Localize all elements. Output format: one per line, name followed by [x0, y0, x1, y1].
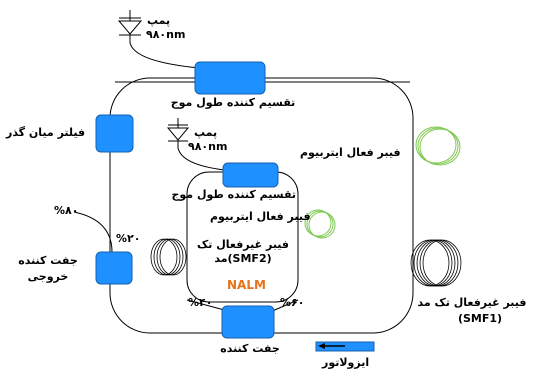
outer-cavity-fiber: [109, 77, 414, 334]
pump-top-icon: [117, 10, 201, 69]
nalm-coupler: [221, 305, 275, 339]
isolator-arrowhead: [318, 343, 325, 349]
isolator-label: ایزولاتور: [322, 356, 370, 369]
pump-top-wavelength: ۹۸۰nm: [146, 28, 186, 41]
pump-inner-icon: [166, 118, 226, 171]
output-coupler-label-line1: جفت کننده: [18, 254, 78, 267]
pump-inner-wavelength: ۹۸۰nm: [188, 140, 228, 153]
output-coupler: [95, 251, 133, 285]
edf-outer-coil: [415, 126, 461, 166]
smf2-label-line1: فیبر غیرفعال تک: [196, 238, 289, 251]
pump-top-label: پمپ: [147, 14, 171, 27]
wdm-outer-label: تقسیم کننده طول موج: [170, 96, 296, 109]
smf1-label-line1: فیبر غیرفعال تک مد: [417, 296, 527, 309]
nalm-coupler-label: جفت کننده: [220, 342, 280, 355]
nalm-ratio-40: %۴۰: [188, 296, 213, 309]
wdm-inner-label: تقسیم کننده طول موج: [171, 188, 296, 201]
bandpass-filter-label: فیلتر میان گذر: [6, 126, 86, 139]
nalm-label: NALM: [227, 278, 266, 292]
wdm-outer: [194, 61, 266, 95]
smf2-coil: [150, 238, 187, 276]
bandpass-filter: [95, 114, 134, 153]
smf1-coil: [410, 239, 462, 287]
edf-inner-label: فیبر فعال ایتربیوم: [210, 210, 311, 223]
wdm-inner: [222, 162, 279, 188]
smf1-label-line2: (SMF1): [457, 312, 503, 325]
pump-inner-label: پمپ: [194, 126, 218, 139]
output-port-fiber: [73, 211, 113, 253]
nalm-ratio-60: %۶۰: [280, 296, 305, 309]
nalm-coupler-link-right: [269, 299, 299, 313]
edf-inner-coil: [304, 209, 336, 239]
smf2-label-line2: مد(SMF2): [214, 252, 272, 265]
output-ratio-20: %۲۰: [116, 232, 141, 245]
output-ratio-80: %۸۰: [54, 204, 79, 217]
edf-outer-label: فیبر فعال ایتربیوم: [300, 146, 401, 159]
output-coupler-label-line2: خروجی: [27, 270, 69, 283]
